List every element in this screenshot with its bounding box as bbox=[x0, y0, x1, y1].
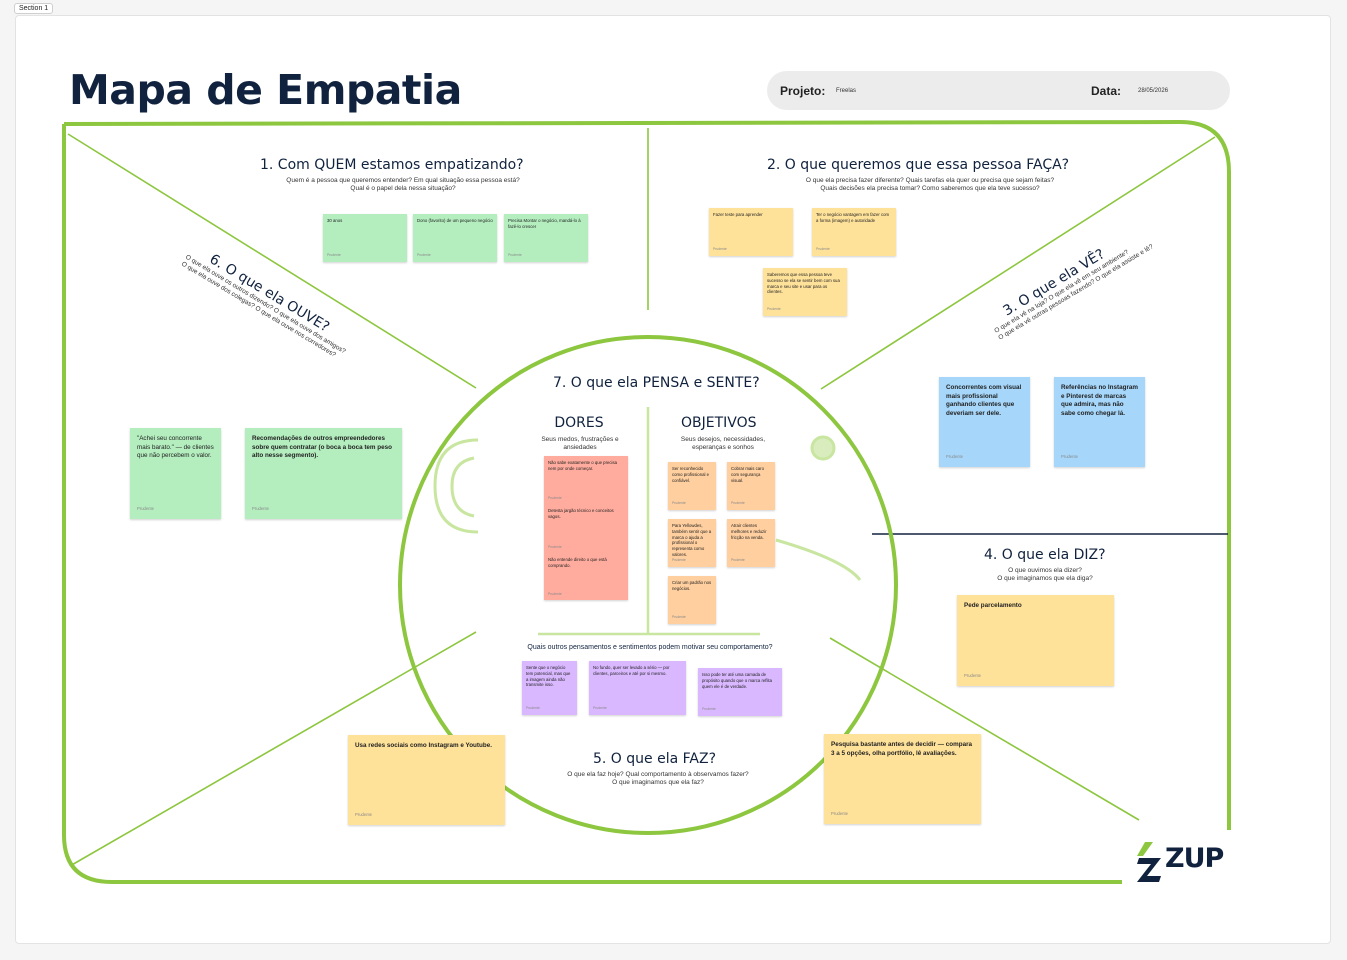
sticky-note[interactable]: Concorrentes com visual mais profissiona… bbox=[939, 377, 1030, 467]
sticky-note[interactable]: Cobrar mais caro com segurança visual.Pr… bbox=[727, 462, 775, 510]
section-quem-title: 1. Com QUEM estamos empatizando? bbox=[260, 157, 524, 173]
sticky-note[interactable]: Não sabe exatamente o que precisa nem po… bbox=[548, 460, 618, 471]
sticky-note[interactable]: Para Yellowdes, também sentir que a marc… bbox=[668, 519, 716, 567]
sticky-note[interactable]: "Achei seu concorrente mais barato." — d… bbox=[130, 428, 221, 519]
section-faca-title: 2. O que queremos que essa pessoa FAÇA? bbox=[767, 157, 1070, 173]
objetivos-title: OBJETIVOS bbox=[681, 415, 757, 431]
sticky-note[interactable]: Não entende direito o que está comprando… bbox=[548, 557, 607, 568]
objetivos-subtitle: Seus desejos, necessidades,esperanças e … bbox=[680, 436, 766, 452]
sticky-note[interactable]: Isso pode ter até uma camada de propósit… bbox=[698, 668, 782, 716]
sticky-note[interactable]: Recomendações de outros empreendedores s… bbox=[245, 428, 402, 519]
page-title: Mapa de Empatia bbox=[69, 66, 462, 114]
section-faz-title: 5. O que ela FAZ? bbox=[593, 751, 716, 767]
sticky-note[interactable]: Ser reconhecido como profissional e conf… bbox=[668, 462, 716, 510]
data-label: Data: bbox=[1091, 84, 1122, 98]
projeto-label: Projeto: bbox=[780, 84, 826, 98]
section-faz-subtitle: O que ela faz hoje? Qual comportamento à… bbox=[567, 771, 749, 787]
data-value[interactable]: 28/05/2026 bbox=[1138, 88, 1169, 94]
sticky-note[interactable]: Precisa Montar o negócio, mandá-lo à faz… bbox=[504, 214, 588, 262]
dores-sticky-stack: Não sabe exatamente o que precisa nem po… bbox=[544, 456, 628, 600]
section-diz-subtitle: O que ouvimos ela dizer?O que imaginamos… bbox=[997, 567, 1093, 583]
sticky-note[interactable]: Saberemos que essa pessoa teve sucesso s… bbox=[763, 268, 847, 316]
sticky-note[interactable]: Pesquisa bastante antes de decidir — com… bbox=[824, 734, 981, 824]
sticky-note[interactable]: Referências no Instagram e Pinterest de … bbox=[1054, 377, 1145, 467]
outros-pensamentos-title: Quais outros pensamentos e sentimentos p… bbox=[527, 644, 773, 651]
section-quem-subtitle: Quem é a pessoa que queremos entender? E… bbox=[286, 177, 520, 193]
zup-logo-icon bbox=[1137, 842, 1161, 882]
section-label[interactable]: Section 1 bbox=[14, 3, 54, 14]
section-diz-title: 4. O que ela DIZ? bbox=[984, 547, 1106, 563]
projeto-value[interactable]: Freelas bbox=[836, 88, 857, 94]
sticky-note[interactable]: No fundo, quer ser levado a sério — por … bbox=[589, 661, 686, 715]
sticky-note[interactable]: Usa redes sociais como Instagram e Youtu… bbox=[348, 735, 505, 825]
sticky-note[interactable]: Criar um padrão nos negócios.Prudente bbox=[668, 576, 716, 624]
zup-logo-text: ZUP bbox=[1165, 843, 1224, 874]
sticky-note[interactable]: Ter o negócio vantagem em fazer com a fo… bbox=[812, 208, 896, 256]
section-pensa-title: 7. O que ela PENSA e SENTE? bbox=[553, 375, 760, 391]
dores-title: DORES bbox=[554, 415, 604, 431]
sticky-note[interactable]: Atrair clientes melhores e reduzir fricç… bbox=[727, 519, 775, 567]
sticky-note[interactable]: Detesta jargão técnico e conceitos vagos… bbox=[548, 508, 614, 519]
header-bar: Projeto: Freelas Data: 28/05/2026 bbox=[767, 71, 1230, 110]
sticky-note[interactable]: Sente que o negócio tem potencial, mas q… bbox=[522, 661, 577, 715]
section-faca-subtitle: O que ela precisa fazer diferente? Quais… bbox=[805, 177, 1055, 193]
